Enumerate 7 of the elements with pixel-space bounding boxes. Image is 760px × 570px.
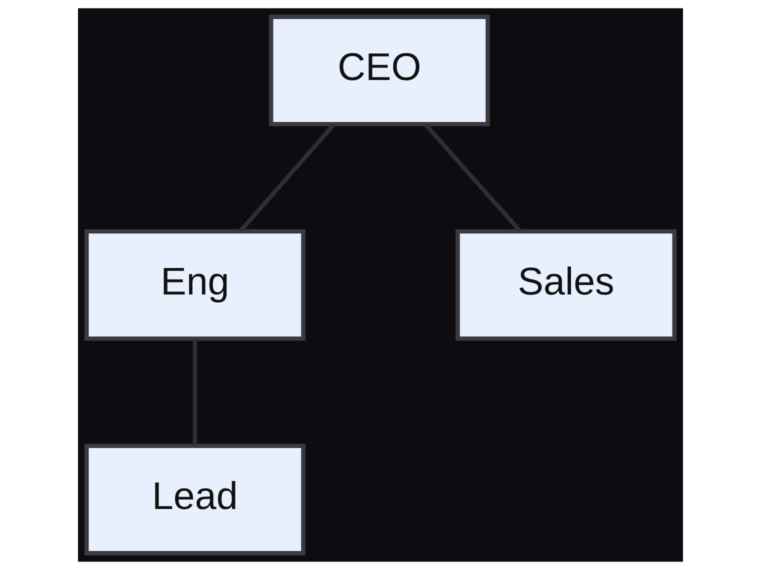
connector	[192, 339, 197, 446]
node-box: Sales	[455, 229, 676, 341]
connector	[238, 123, 335, 232]
node-box: CEO	[268, 14, 490, 126]
node-box: Lead	[84, 444, 305, 556]
node-box: Eng	[84, 229, 305, 341]
connector	[423, 123, 521, 232]
